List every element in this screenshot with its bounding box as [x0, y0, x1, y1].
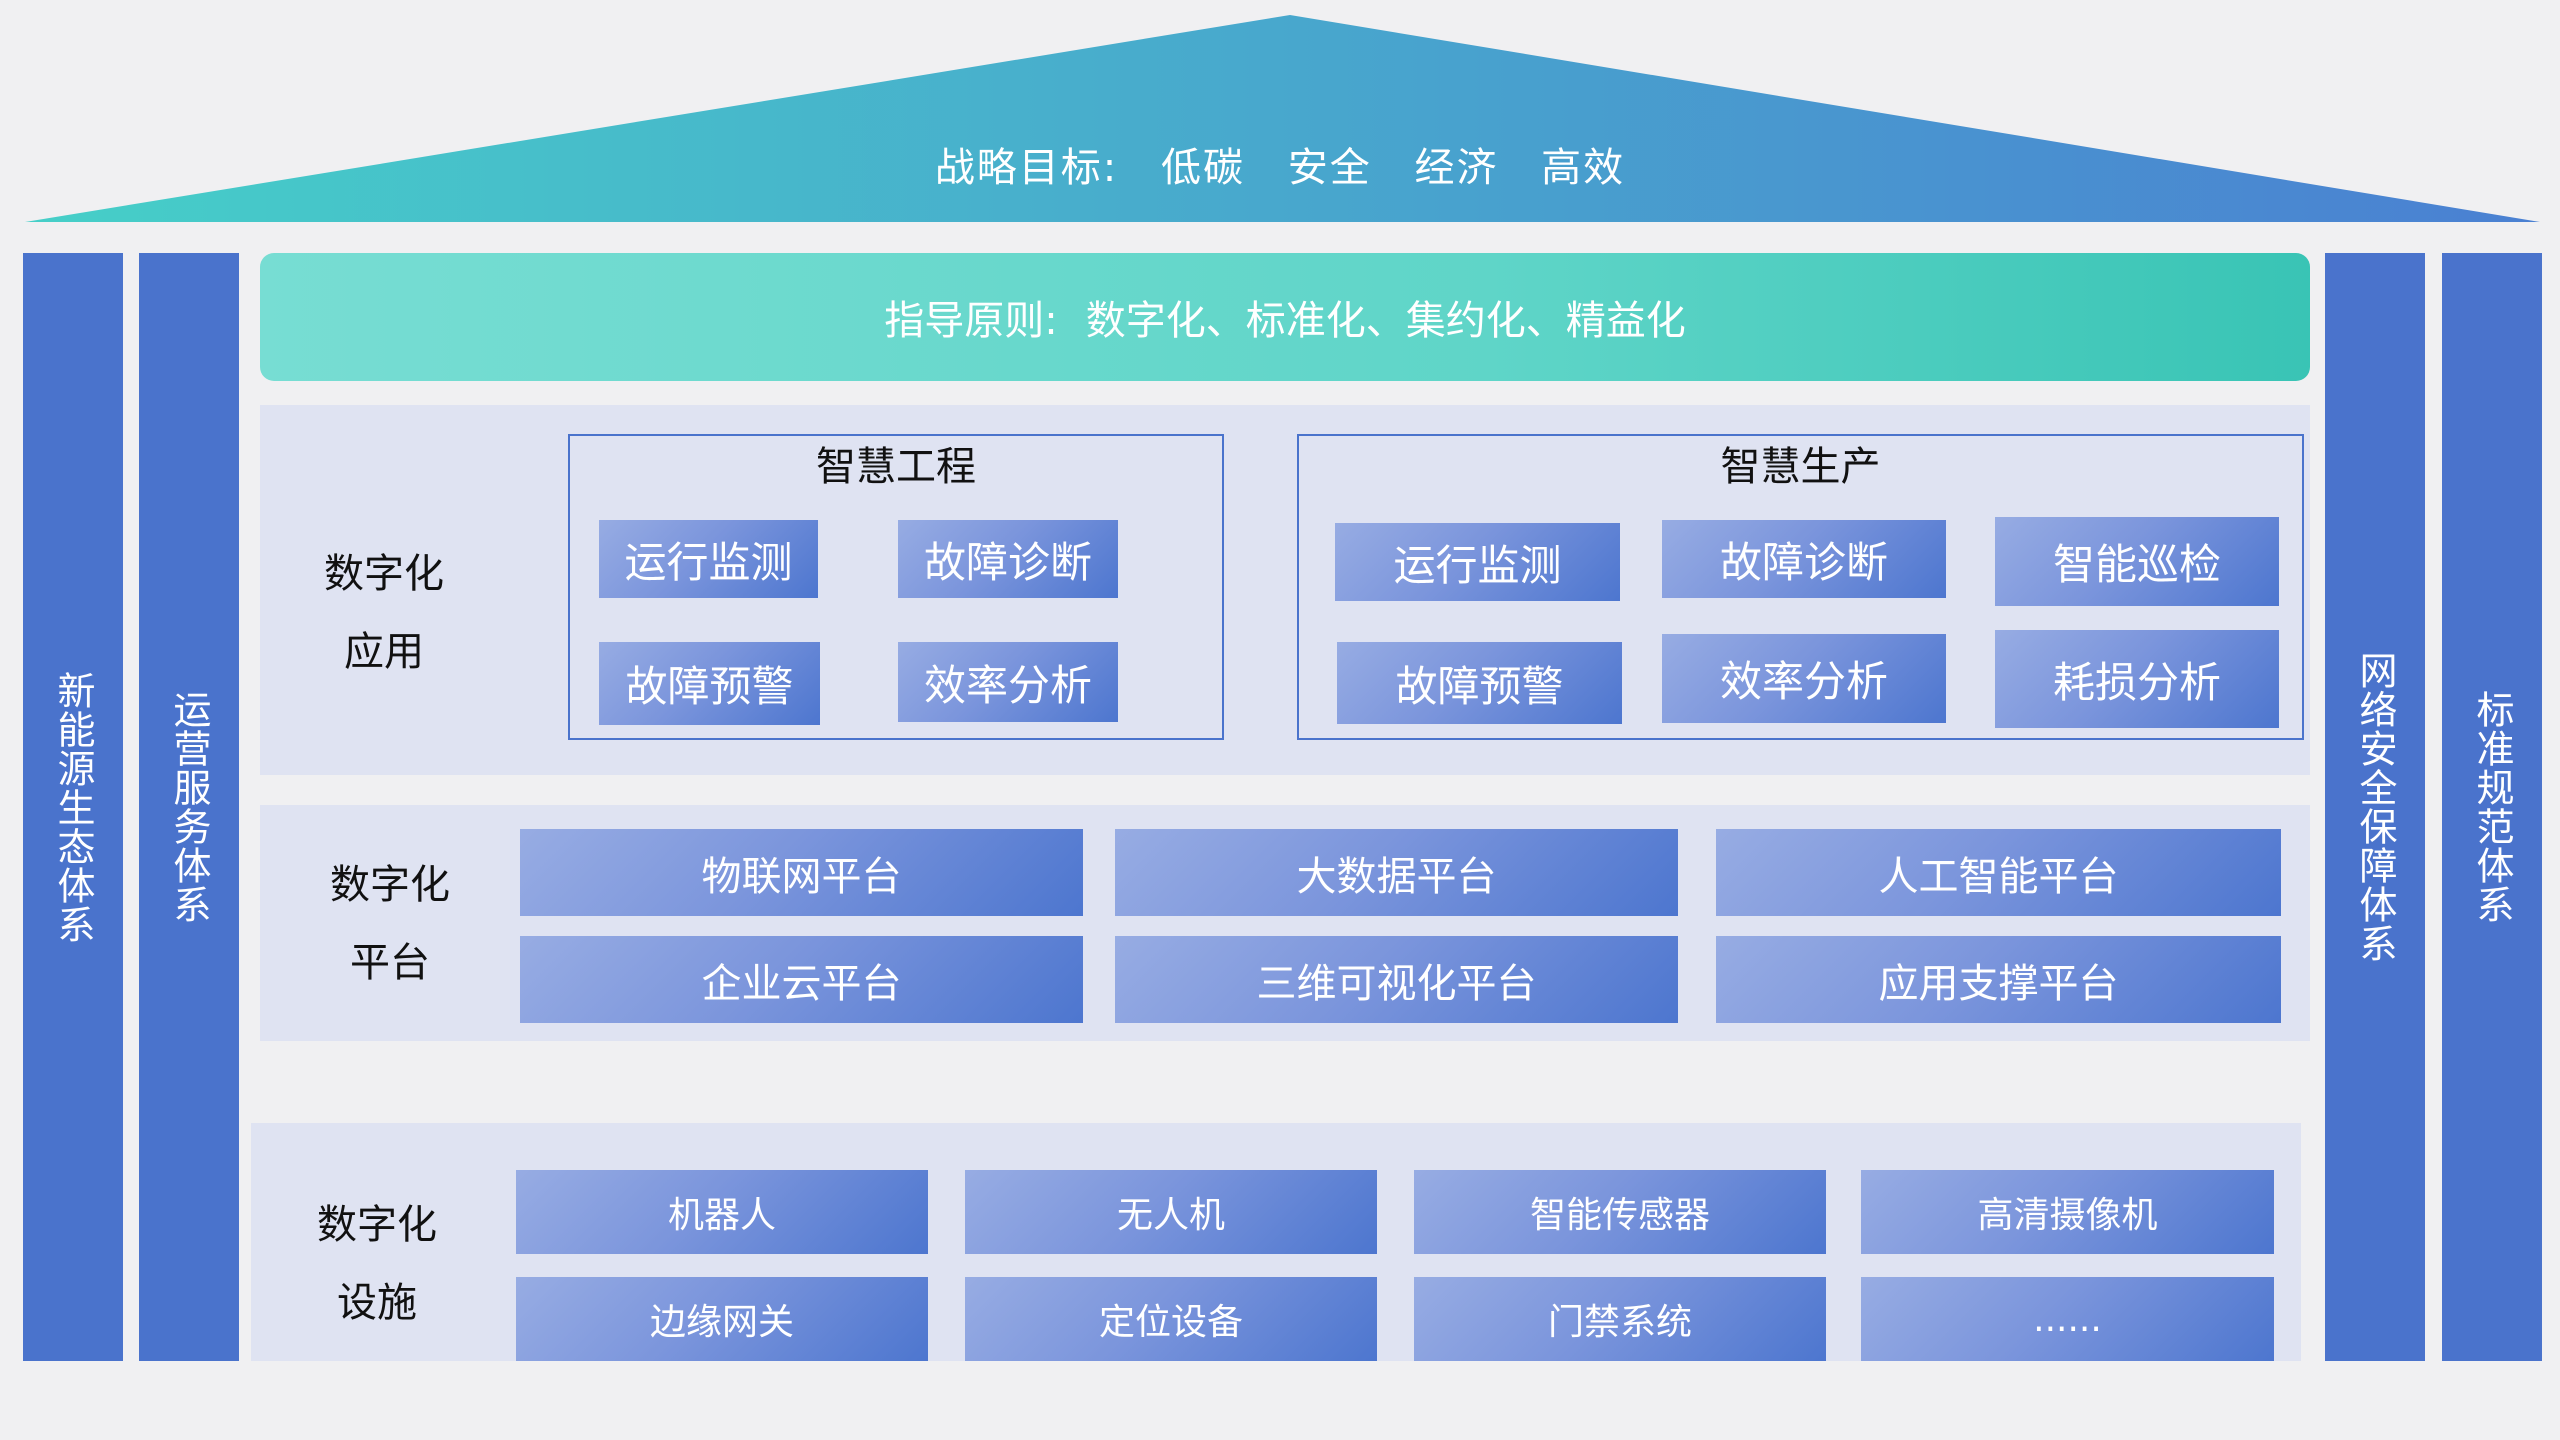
- app-box: 耗损分析: [1995, 630, 2279, 728]
- label-line: 应用: [344, 629, 424, 675]
- facility-box: 智能传感器: [1414, 1170, 1826, 1254]
- digital-platform-label: 数字化 平台: [290, 846, 490, 1002]
- app-box: 故障诊断: [898, 520, 1118, 598]
- platform-box: 人工智能平台: [1716, 829, 2281, 916]
- pillar-new-energy-ecosystem: 新能源生态体系: [23, 253, 123, 1361]
- pillar-label: 运营服务体系: [167, 690, 211, 924]
- app-box: 效率分析: [1662, 634, 1946, 723]
- app-box: 故障诊断: [1662, 520, 1946, 598]
- label-line: 数字化: [317, 1202, 437, 1248]
- goal-low-carbon: 低碳: [1161, 145, 1246, 191]
- pillar-label: 新能源生态体系: [51, 670, 95, 944]
- facility-box: 机器人: [516, 1170, 928, 1254]
- strategic-goals: 战略目标: 低碳 安全 经济 高效: [0, 135, 2560, 193]
- app-box: 运行监测: [1335, 523, 1620, 601]
- goal-economy: 经济: [1414, 145, 1499, 191]
- platform-box: 大数据平台: [1115, 829, 1678, 916]
- label-line: 设施: [337, 1280, 417, 1326]
- guiding-principle-banner: 指导原则: 数字化、标准化、集约化、精益化: [260, 253, 2310, 381]
- digital-facility-label: 数字化 设施: [277, 1186, 477, 1342]
- platform-box: 企业云平台: [520, 936, 1083, 1023]
- app-box: 智能巡检: [1995, 517, 2279, 606]
- facility-box: 无人机: [965, 1170, 1377, 1254]
- app-box: 运行监测: [599, 520, 818, 598]
- digital-application-label: 数字化 应用: [284, 535, 484, 691]
- goal-safety: 安全: [1287, 145, 1372, 191]
- smart-production-group: 智慧生产: [1297, 434, 2304, 740]
- facility-box: 边缘网关: [516, 1277, 928, 1361]
- smart-engineering-group: 智慧工程: [568, 434, 1224, 740]
- group-title: 智慧生产: [1720, 444, 1881, 490]
- pillar-network-security: 网络安全保障体系: [2325, 253, 2425, 1361]
- goal-efficiency: 高效: [1541, 145, 1626, 191]
- platform-box: 三维可视化平台: [1115, 936, 1678, 1023]
- facility-box: 门禁系统: [1414, 1277, 1826, 1361]
- pillar-label: 标准规范体系: [2470, 690, 2514, 924]
- label-line: 平台: [350, 940, 430, 986]
- principle-label: 指导原则:: [884, 298, 1058, 344]
- app-box: 故障预警: [1337, 642, 1622, 724]
- facility-box: ......: [1861, 1277, 2274, 1361]
- roof-triangle: [25, 15, 2540, 222]
- pillar-label: 网络安全保障体系: [2353, 651, 2397, 963]
- principle-text: 数字化、标准化、集约化、精益化: [1085, 298, 1686, 344]
- pillar-standards: 标准规范体系: [2442, 253, 2542, 1361]
- group-title: 智慧工程: [816, 444, 976, 490]
- platform-box: 应用支撑平台: [1716, 936, 2281, 1023]
- pillar-operation-service: 运营服务体系: [139, 253, 239, 1361]
- roof: [25, 15, 2540, 222]
- facility-box: 定位设备: [965, 1277, 1377, 1361]
- label-line: 数字化: [330, 862, 450, 908]
- platform-box: 物联网平台: [520, 829, 1083, 916]
- strategic-goals-label: 战略目标:: [934, 145, 1119, 191]
- label-line: 数字化: [324, 551, 444, 597]
- facility-box: 高清摄像机: [1861, 1170, 2274, 1254]
- app-box: 效率分析: [898, 642, 1118, 722]
- app-box: 故障预警: [599, 642, 820, 725]
